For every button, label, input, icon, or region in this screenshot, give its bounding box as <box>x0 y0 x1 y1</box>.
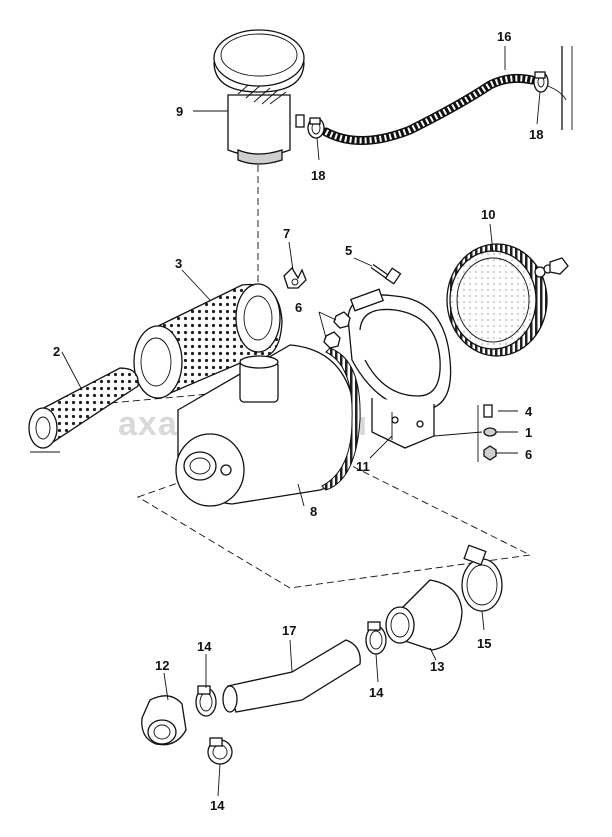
callout-6-lower: 6 <box>525 447 532 462</box>
callout-16: 16 <box>497 29 511 44</box>
part-9-precleaner <box>213 29 305 165</box>
callout-3: 3 <box>175 256 182 271</box>
callout-11: 11 <box>356 459 370 474</box>
callout-13: 13 <box>430 659 444 674</box>
callout-7: 7 <box>283 226 290 241</box>
fastener-stack <box>433 404 497 462</box>
callout-14-right: 14 <box>369 685 384 700</box>
callout-14-upper-left: 14 <box>197 639 212 654</box>
part-3-main-element <box>133 283 283 399</box>
part-14-clamp-lower-left <box>207 737 233 765</box>
part-7-wing-nut <box>283 266 307 289</box>
part-14-clamp-right <box>365 621 387 655</box>
part-8-housing <box>175 344 361 507</box>
part-18-hose-clamp-right <box>533 71 549 93</box>
part-18-hose-clamp-left <box>307 117 325 139</box>
callout-14-lower-left: 14 <box>210 798 225 813</box>
callout-1: 1 <box>525 425 532 440</box>
callout-10: 10 <box>481 207 495 222</box>
callout-2: 2 <box>53 344 60 359</box>
part-15-large-clamp <box>461 544 503 612</box>
part-5-bolt <box>370 263 402 285</box>
callout-18-right: 18 <box>529 127 543 142</box>
callout-15: 15 <box>477 636 491 651</box>
callout-9: 9 <box>176 104 183 119</box>
part-10-end-cover <box>446 243 569 357</box>
part-13-reducer <box>385 579 463 651</box>
part-11-mounting-band <box>347 288 452 449</box>
part-14-clamp-upper-left <box>195 685 217 717</box>
leader-lines <box>61 46 541 797</box>
callout-4: 4 <box>525 404 533 419</box>
callout-labels: 9 18 18 16 10 7 5 3 6 2 4 1 6 11 8 17 15… <box>53 29 543 813</box>
callout-8: 8 <box>310 504 317 519</box>
callout-6-upper: 6 <box>295 300 302 315</box>
part-16-vent-hose <box>321 46 573 145</box>
part-12-elbow <box>141 695 187 746</box>
part-17-intake-hose <box>222 639 361 713</box>
callout-18-left: 18 <box>311 168 325 183</box>
callout-5: 5 <box>345 243 352 258</box>
part-2-safety-element <box>28 367 139 453</box>
callout-17: 17 <box>282 623 296 638</box>
callout-12: 12 <box>155 658 169 673</box>
part-6-nuts <box>323 311 351 349</box>
